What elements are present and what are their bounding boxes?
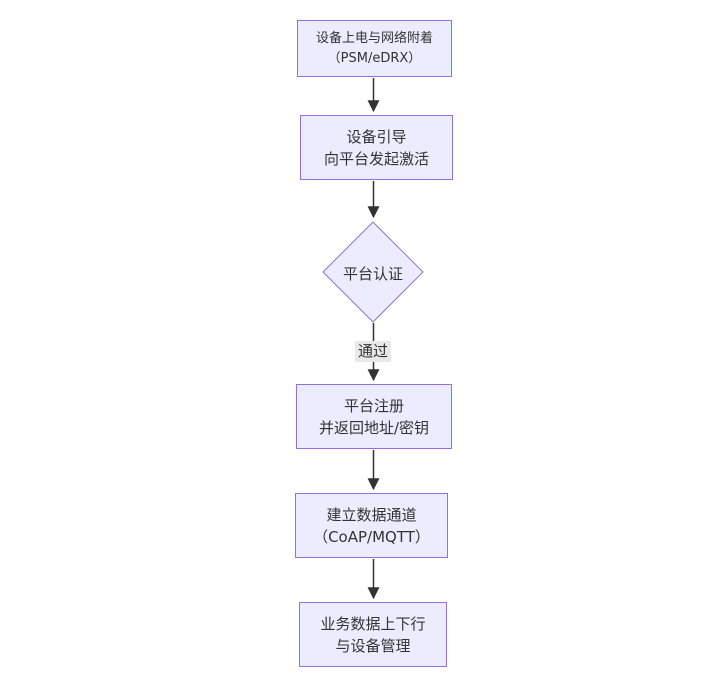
flow-node-data-channel: 建立数据通道 （CoAP/MQTT） xyxy=(295,493,448,558)
flow-node-bootstrap: 设备引导 向平台发起激活 xyxy=(300,115,453,180)
flow-node-register: 平台注册 并返回地址/密钥 xyxy=(296,384,452,449)
flow-node-business-data: 业务数据上下行 与设备管理 xyxy=(299,602,447,667)
edge-label-pass: 通过 xyxy=(355,341,392,362)
flow-node-platform-auth-label: 平台认证 xyxy=(342,265,403,283)
flow-node-power-on: 设备上电与网络附着 （PSM/eDRX） xyxy=(297,20,452,77)
